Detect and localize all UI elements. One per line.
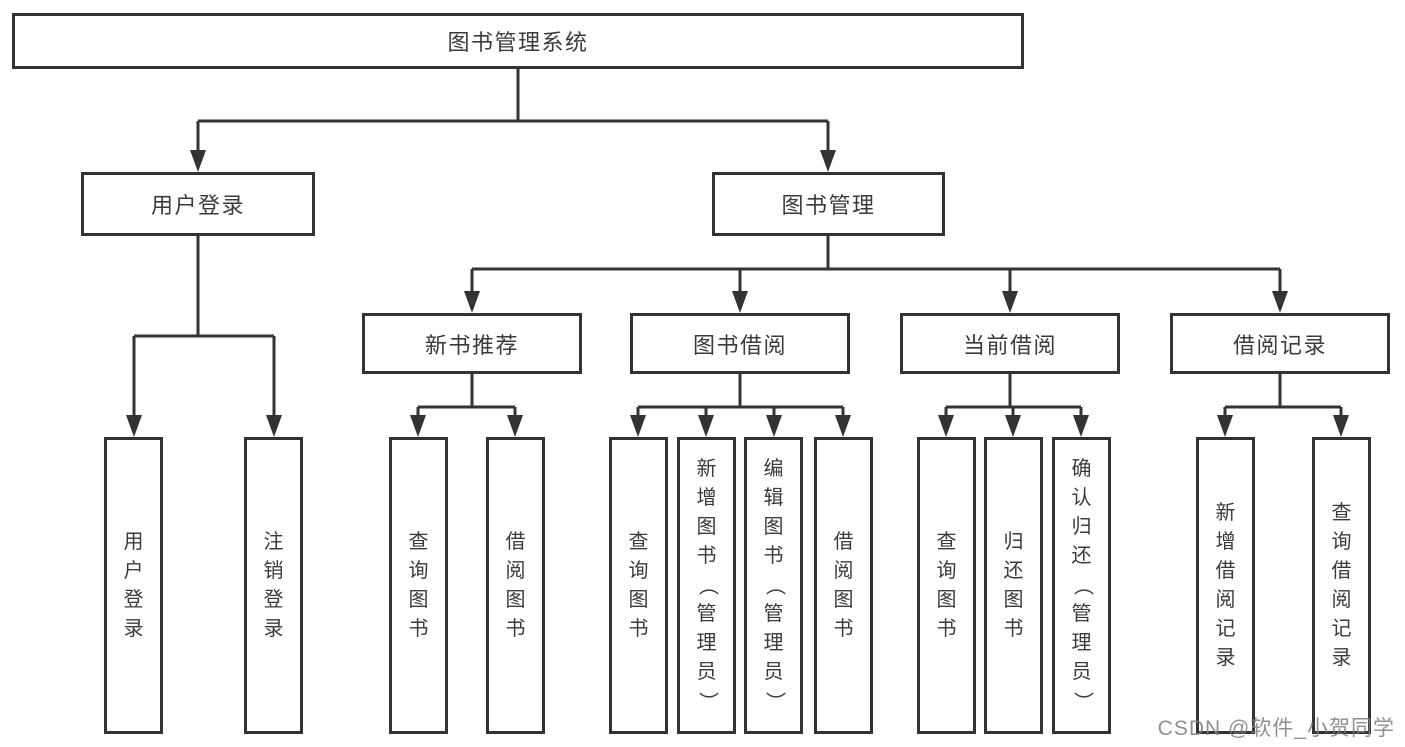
leaf-borrow-books: 借阅图书 [814,437,873,734]
arrowhead [190,150,206,172]
connector-book-borrowing [636,374,845,417]
arrowhead [1073,415,1089,437]
connector-book-management [470,236,1282,293]
connector-new-book-recommendation [416,374,517,417]
node-library-management-system: 图书管理系统 [12,13,1024,69]
arrowhead [1333,415,1349,437]
leaf-user-login: 用户登录 [104,437,163,734]
node-user-login: 用户登录 [81,172,315,236]
watermark-csdn: CSDN @软件_小贺同学 [1157,717,1395,740]
connector-root [196,69,830,152]
arrowhead [126,415,142,437]
arrowhead [1005,415,1021,437]
arrowhead [1217,415,1233,437]
arrowhead [266,415,282,437]
leaf-borrow-books-recommend: 借阅图书 [486,437,545,734]
arrowhead [698,415,714,437]
connector-user-login [132,236,276,417]
arrowheads [126,150,1349,437]
arrowhead [464,291,480,313]
node-borrowing-records: 借阅记录 [1170,313,1390,374]
arrowhead [938,415,954,437]
node-book-management: 图书管理 [712,172,945,236]
arrowhead [630,415,646,437]
arrowhead [1272,291,1288,313]
leaf-edit-books-admin: 编辑图书（管理员） [744,437,803,734]
arrowhead [820,150,836,172]
arrowhead [410,415,426,437]
arrowhead [1002,291,1018,313]
leaf-confirm-return-admin: 确认归还（管理员） [1052,437,1111,734]
leaf-return-books: 归还图书 [984,437,1043,734]
leaf-add-books-admin: 新增图书（管理员） [677,437,736,734]
node-current-borrowing: 当前借阅 [900,313,1120,374]
node-new-book-recommendation: 新书推荐 [362,313,582,374]
leaf-add-borrow-record: 新增借阅记录 [1196,437,1255,734]
arrowhead [766,415,782,437]
connector-borrowing-records [1223,374,1343,417]
leaf-query-books-borrowing: 查询图书 [609,437,668,734]
connector-current-borrowing [944,374,1083,417]
arrowhead [732,291,748,313]
leaf-query-books-recommend: 查询图书 [389,437,448,734]
arrowhead [835,415,851,437]
leaf-query-borrow-record: 查询借阅记录 [1312,437,1371,734]
arrowhead [507,415,523,437]
node-book-borrowing: 图书借阅 [630,313,850,374]
leaf-query-books-current: 查询图书 [917,437,976,734]
leaf-logout-login: 注销登录 [244,437,303,734]
